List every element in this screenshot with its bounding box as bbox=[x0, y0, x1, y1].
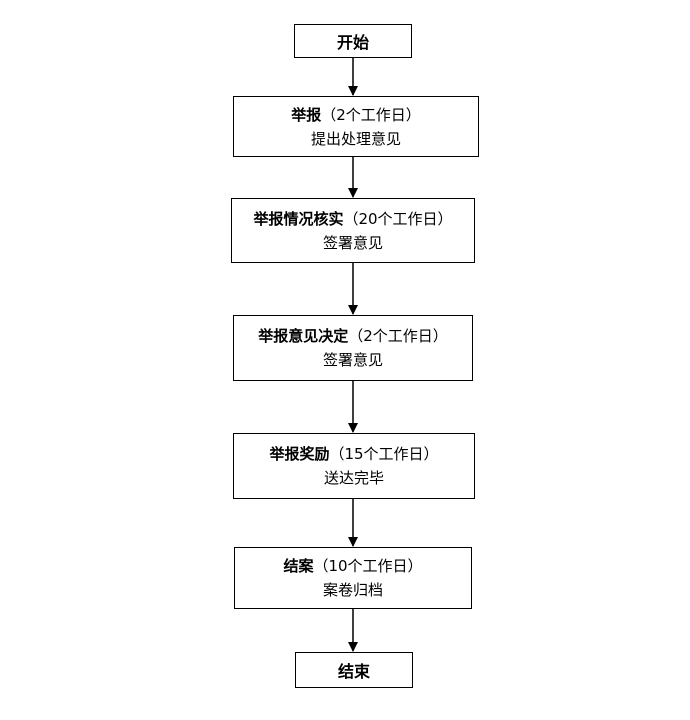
step-report: 举报（2个工作日） 提出处理意见 bbox=[233, 96, 479, 157]
step-report-heading: 举报（2个工作日） bbox=[291, 103, 421, 127]
step-reward-heading: 举报奖励（15个工作日） bbox=[269, 442, 438, 466]
step-reward-duration: （15个工作日） bbox=[329, 445, 439, 463]
step-verify: 举报情况核实（20个工作日） 签署意见 bbox=[231, 198, 475, 263]
step-verify-duration: （20个工作日） bbox=[343, 209, 453, 228]
end-node: 结束 bbox=[295, 652, 413, 688]
step-reward-title: 举报奖励 bbox=[269, 445, 330, 463]
step-verify-action: 签署意见 bbox=[322, 233, 383, 252]
step-decision-title: 举报意见决定 bbox=[258, 327, 349, 345]
step-close-title: 结案 bbox=[283, 557, 314, 575]
step-close-action: 案卷归档 bbox=[322, 581, 383, 599]
start-label: 开始 bbox=[336, 33, 369, 52]
step-verify-title: 举报情况核实 bbox=[253, 209, 344, 228]
step-close-heading: 结案（10个工作日） bbox=[283, 554, 422, 578]
step-report-title: 举报 bbox=[291, 105, 322, 124]
step-close: 结案（10个工作日） 案卷归档 bbox=[234, 547, 472, 609]
step-decision: 举报意见决定（2个工作日） 签署意见 bbox=[233, 315, 473, 381]
step-close-duration: （10个工作日） bbox=[313, 557, 423, 575]
step-report-action: 提出处理意见 bbox=[310, 129, 401, 148]
step-decision-action: 签署意见 bbox=[322, 351, 383, 369]
step-report-duration: （2个工作日） bbox=[321, 105, 421, 124]
step-decision-duration: （2个工作日） bbox=[348, 327, 448, 345]
step-decision-heading: 举报意见决定（2个工作日） bbox=[258, 324, 448, 348]
step-reward: 举报奖励（15个工作日） 送达完毕 bbox=[233, 433, 475, 499]
step-reward-action: 送达完毕 bbox=[323, 469, 384, 487]
start-node: 开始 bbox=[294, 24, 412, 58]
end-label: 结束 bbox=[337, 662, 370, 681]
step-verify-heading: 举报情况核实（20个工作日） bbox=[253, 207, 452, 231]
